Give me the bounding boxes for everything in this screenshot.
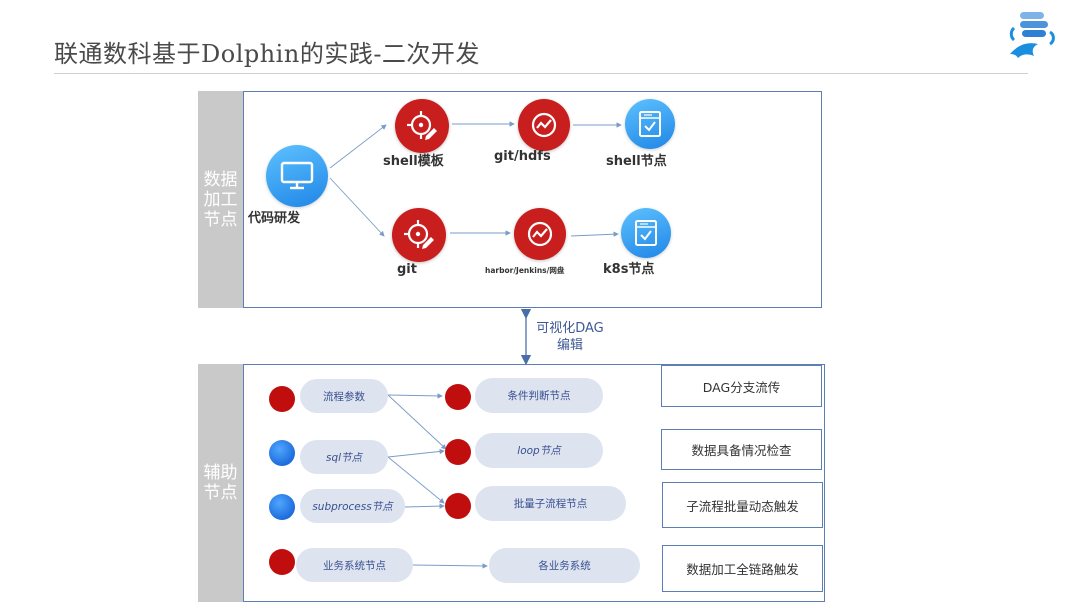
form-check-icon — [639, 111, 661, 137]
all-biz-systems-node: 各业务系统 — [489, 548, 640, 583]
sql-dot — [269, 440, 295, 466]
batch-subprocess-node: 批量子流程节点 — [475, 486, 626, 521]
git-hdfs-node — [518, 99, 570, 151]
subprocess-dot — [269, 494, 295, 520]
code-dev-label: 代码研发 — [248, 211, 301, 226]
biz-system-node: 业务系统节点 — [296, 548, 413, 582]
biz-system-dot — [269, 549, 295, 575]
monitor-icon — [280, 161, 314, 190]
harbor-label: harbor/Jenkins/网盘 — [485, 266, 565, 275]
shell-template-label: shell模板 — [383, 154, 444, 169]
target-edit-icon — [404, 220, 434, 249]
harbor-node — [514, 208, 566, 260]
subprocess-node: subprocess节点 — [300, 489, 405, 523]
dolphin-logo-icon — [1009, 12, 1055, 58]
form-check-icon — [635, 220, 657, 246]
auxiliary-tab: 辅助节点 — [198, 364, 244, 602]
git-hdfs-label: git/hdfs — [494, 149, 551, 164]
condition-dot — [445, 384, 471, 410]
target-edit-icon — [407, 111, 437, 140]
title-divider — [54, 73, 1028, 74]
pulse-icon — [527, 221, 553, 247]
param-dot — [269, 386, 295, 412]
feature-batch-trigger: 子流程批量动态触发 — [662, 482, 823, 528]
loop-dot — [445, 439, 471, 465]
batch-subprocess-dot — [445, 493, 471, 519]
sql-node: sql节点 — [300, 440, 388, 474]
data-processing-tab: 数据加工节点 — [198, 91, 244, 308]
process-param-node: 流程参数 — [300, 379, 388, 413]
loop-node: loop节点 — [475, 433, 603, 468]
shell-node — [625, 99, 675, 149]
condition-node: 条件判断节点 — [475, 378, 603, 413]
k8s-node — [621, 208, 671, 258]
git-node — [392, 208, 446, 262]
feature-dag-branch: DAG分支流传 — [661, 365, 822, 407]
pulse-icon — [531, 112, 557, 138]
visual-dag-label: 可视化DAG 编辑 — [536, 321, 604, 353]
shell-template-node — [395, 99, 449, 153]
k8s-label: k8s节点 — [603, 262, 655, 277]
page-title: 联通数科基于Dolphin的实践-二次开发 — [54, 40, 480, 68]
feature-data-check: 数据具备情况检查 — [661, 429, 822, 470]
feature-full-chain: 数据加工全链路触发 — [662, 545, 823, 592]
git-label: git — [397, 262, 417, 277]
shell-node-label: shell节点 — [606, 154, 667, 169]
code-dev-node — [266, 145, 328, 207]
